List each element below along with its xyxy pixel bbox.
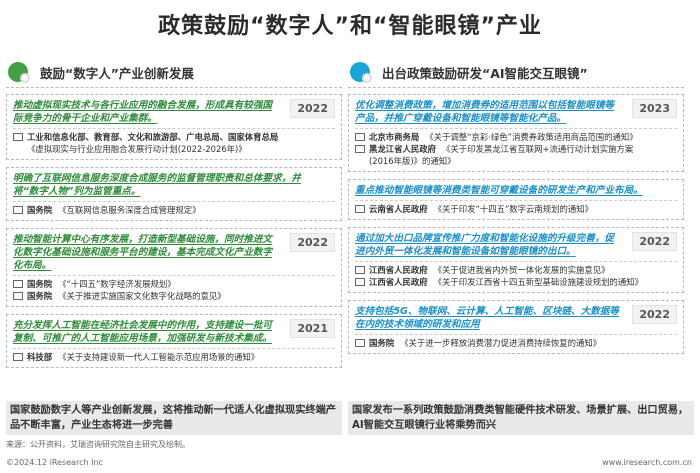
policy-summary: 明确了互联网信息服务深度合成服务的监督管理职责和总体要求，并将“数字人物”列为监…: [13, 173, 301, 197]
policy-card: 推动虚拟现实技术与各行业应用的融合发展，形成具有较强国际竞争力的骨干企业和产业集…: [6, 94, 342, 160]
policy-item: 国务院《互联网信息服务深度合成管理规定》: [13, 204, 335, 216]
issuing-org: 科技部: [27, 352, 53, 362]
policy-card: 充分发挥人工智能在经济社会发展中的作用，支持建设一批可复制、可推广的人工智能应用…: [6, 314, 342, 368]
checkbox-icon: [355, 133, 365, 141]
policy-item: 科技部《关于支持建设新一代人工智能示范应用场景的通知》: [13, 351, 335, 363]
policy-document: 《互联网信息服务深度合成管理规定》: [58, 205, 201, 215]
policy-document: 《关于推进实施国家文化数字化战略的意见》: [58, 291, 226, 301]
issuing-org: 黑龙江省人民政府: [369, 144, 436, 154]
circle-badge-icon: [6, 59, 34, 87]
policy-item: 北京市商务局《关于调整“京彩·绿色”消费券政策适用商品范围的通知》: [355, 131, 677, 143]
issuing-org: 国务院: [27, 279, 53, 289]
policy-summary: 重点推动智能眼镜等消费类智能可穿戴设备的研发生产和产业布局。: [355, 185, 643, 196]
policy-item: 黑龙江省人民政府《关于印发黑龙江省互联网+流通行动计划实施方案: [355, 143, 677, 155]
policy-document: 《“十四五”数字经济发展规划》: [58, 279, 176, 289]
policy-card: 优化调整消费政策，增加消费券的适用范围以包括智能眼镜等产品，并推广穿戴设备和智能…: [348, 94, 684, 172]
policy-summary: 支持包括5G、物联网、云计算、人工智能、区块链、大数据等在内的技术领域的研发和应…: [355, 306, 619, 330]
left-header-title: 鼓励“数字人”产业创新发展: [40, 66, 194, 81]
checkbox-icon: [13, 292, 23, 300]
checkbox-icon: [13, 133, 23, 141]
policy-summary: 优化调整消费政策，增加消费券的适用范围以包括智能眼镜等产品，并推广穿戴设备和智能…: [355, 100, 615, 124]
checkbox-icon: [13, 353, 23, 361]
left-conclusion: 国家鼓励数字人等产业创新发展，这将推动新一代适人化虚拟现实终端产品不断丰富，产业…: [6, 401, 342, 435]
policy-summary: 充分发挥人工智能在经济社会发展中的作用，支持建设一批可复制、可推广的人工智能应用…: [13, 320, 273, 344]
year-badge: 2021: [290, 319, 335, 338]
checkbox-icon: [355, 266, 365, 274]
policy-document: 《关于支持建设新一代人工智能示范应用场景的通知》: [58, 352, 260, 362]
policy-document: 《关于促进我省内外贸一体化发展的实施意见》: [433, 265, 610, 275]
year-badge: 2022: [632, 232, 677, 251]
issuing-org: 国务院: [27, 291, 53, 301]
policy-summary: 推动智能计算中心有序发展，打造新型基础设施，同时推进文化数字化基础设施和服务平台…: [13, 234, 273, 271]
policy-document: 《虚拟现实与行业应用融合发展行动计划(2022-2026年)》: [27, 144, 247, 154]
source-note: 来源：公开资料，艾瑞咨询研究院自主研究及绘制。: [6, 440, 190, 449]
checkbox-icon: [13, 280, 23, 288]
policy-card: 明确了互联网信息服务深度合成服务的监督管理职责和总体要求，并将“数字人物”列为监…: [6, 167, 342, 221]
policy-summary: 通过加大出口品牌宣传推广力度和智能化设施的升级完善，促进内外贸一体化发展和智能设…: [355, 233, 615, 257]
issuing-org: 国务院: [27, 205, 53, 215]
policy-item: 国务院《“十四五”数字经济发展规划》: [13, 278, 335, 290]
circle-badge-icon: [348, 59, 376, 87]
policy-item: 云南省人民政府《关于印发“十四五”数字云南规划的通知》: [355, 203, 677, 215]
policy-item: 国务院《关于推进实施国家文化数字化战略的意见》: [13, 290, 335, 302]
policy-summary: 推动虚拟现实技术与各行业应用的融合发展，形成具有较强国际竞争力的骨干企业和产业集…: [13, 100, 273, 124]
policy-document: 《关于调整“京彩·绿色”消费券政策适用商品范围的通知》: [425, 132, 638, 142]
checkbox-icon: [355, 205, 365, 213]
checkbox-icon: [355, 339, 365, 347]
issuing-org: 云南省人民政府: [369, 204, 428, 214]
policy-item: 江西省人民政府《关于促进我省内外贸一体化发展的实施意见》: [355, 264, 677, 276]
checkbox-icon: [13, 206, 23, 214]
policy-document-continued: (2016年版)》的通知》: [369, 156, 456, 166]
policy-card: 支持包括5G、物联网、云计算、人工智能、区块链、大数据等在内的技术领域的研发和应…: [348, 300, 684, 354]
issuing-org: 工业和信息化部、教育部、文化和旅游部、广电总局、国家体育总局: [27, 132, 279, 142]
policy-item: 江西省人民政府《关于印发江西省十四五新型基础设施建设规划的通知》: [355, 276, 677, 288]
copyright: ©2024.12 iResearch Inc: [6, 458, 103, 467]
year-badge: 2022: [290, 99, 335, 118]
checkbox-icon: [355, 145, 365, 153]
year-badge: 2022: [632, 305, 677, 324]
policy-item: 国务院《关于进一步释放消费潜力促进消费持续恢复的通知》: [355, 337, 677, 349]
policy-card: 推动智能计算中心有序发展，打造新型基础设施，同时推进文化数字化基础设施和服务平台…: [6, 228, 342, 307]
issuing-org: 江西省人民政府: [369, 265, 428, 275]
policy-card: 重点推动智能眼镜等消费类智能可穿戴设备的研发生产和产业布局。 云南省人民政府《关…: [348, 179, 684, 220]
policy-document: 《关于印发江西省十四五新型基础设施建设规划的通知》: [433, 277, 643, 287]
policy-document: 《关于印发黑龙江省互联网+流通行动计划实施方案: [442, 144, 634, 154]
policy-document: 《关于印发“十四五”数字云南规划的通知》: [433, 204, 594, 214]
year-badge: 2023: [632, 99, 677, 118]
issuing-org: 国务院: [369, 338, 395, 348]
right-header-title: 出台政策鼓励研发“AI智能交互眼镜”: [382, 66, 588, 81]
year-badge: 2022: [290, 233, 335, 252]
left-column: 鼓励“数字人”产业创新发展 推动虚拟现实技术与各行业应用的融合发展，形成具有较强…: [6, 60, 342, 375]
website-link[interactable]: www.iresearch.com.cn: [602, 458, 692, 467]
policy-document: 《关于进一步释放消费潜力促进消费持续恢复的通知》: [400, 338, 602, 348]
left-column-header: 鼓励“数字人”产业创新发展: [6, 60, 342, 88]
page-title: 政策鼓励“数字人”和“智能眼镜”产业: [158, 14, 542, 39]
policy-item: 工业和信息化部、教育部、文化和旅游部、广电总局、国家体育总局: [13, 131, 335, 143]
checkbox-icon: [355, 278, 365, 286]
policy-card: 通过加大出口品牌宣传推广力度和智能化设施的升级完善，促进内外贸一体化发展和智能设…: [348, 227, 684, 293]
right-column-header: 出台政策鼓励研发“AI智能交互眼镜”: [348, 60, 684, 88]
right-conclusion: 国家发布一系列政策鼓励消费类智能硬件技术研发、场景扩展、出口贸易，AI智能交互眼…: [348, 401, 694, 435]
issuing-org: 北京市商务局: [369, 132, 420, 142]
right-column: 出台政策鼓励研发“AI智能交互眼镜” 优化调整消费政策，增加消费券的适用范围以包…: [348, 60, 684, 361]
issuing-org: 江西省人民政府: [369, 277, 428, 287]
